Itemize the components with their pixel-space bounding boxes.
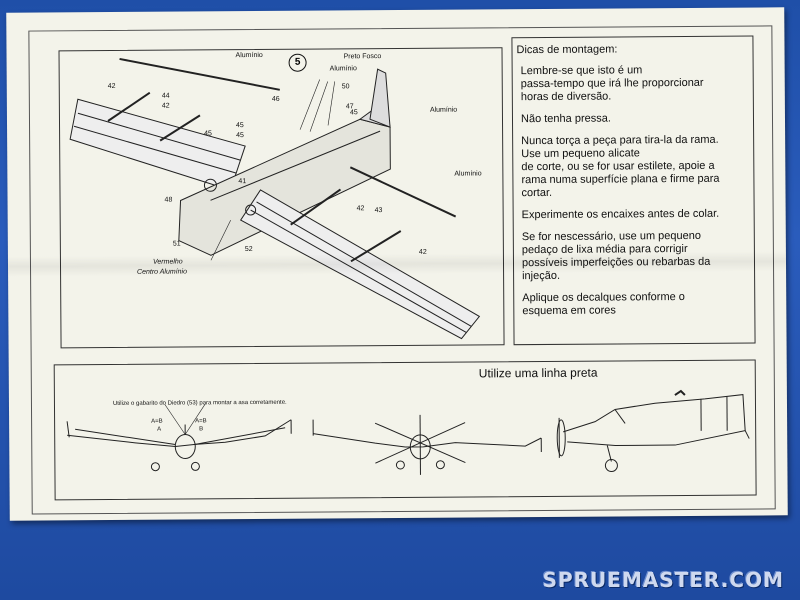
tip-paragraph: Aplique os decalques conforme o esquema … xyxy=(522,290,685,318)
tip-paragraph: Nunca torça a peça para tira-la da rama.… xyxy=(521,133,720,200)
part-number: 44 xyxy=(161,92,170,100)
dihedral-label: A=B xyxy=(195,418,207,425)
part-number: 50 xyxy=(341,83,350,91)
part-number: 48 xyxy=(164,196,173,204)
part-number: 45 xyxy=(236,132,244,140)
assembly-tips-panel: Dicas de montagem: Lembre-se que isto é … xyxy=(511,35,756,346)
dihedral-label: A xyxy=(157,426,162,433)
part-number: 42 xyxy=(418,248,427,256)
part-number: 41 xyxy=(238,178,247,186)
label-centro-aluminio: Centro Alumínio xyxy=(137,268,188,276)
part-number: 46 xyxy=(271,95,280,103)
label-aluminio: Alumínio xyxy=(329,65,357,73)
part-number: 52 xyxy=(244,246,253,254)
aircraft-views-drawing xyxy=(66,389,750,475)
tip-paragraph: Lembre-se que isto é um passa-tempo que … xyxy=(520,64,704,104)
part-number: 51 xyxy=(172,240,181,248)
tip-paragraph: Experimente os encaixes antes de colar. xyxy=(521,207,720,222)
dihedral-label: A=B xyxy=(151,418,163,425)
part-number: 42 xyxy=(356,205,365,213)
part-number: 42 xyxy=(161,102,170,110)
label-preto-fosco: Preto Fosco xyxy=(343,53,382,61)
aircraft-views-panel: Utilize uma linha preta Utilize o gabari… xyxy=(53,359,757,501)
tip-paragraph: Se for nescessário, use um pequeno pedaç… xyxy=(521,229,711,283)
tips-title: Dicas de montagem: xyxy=(516,43,618,57)
part-number: 47 xyxy=(345,103,354,111)
assembly-diagram-panel: 5 Alumínio Alumínio Alumínio Alumínio Pr… xyxy=(58,47,505,349)
label-aluminio: Alumínio xyxy=(429,106,458,114)
tips-body: Lembre-se que isto é um passa-tempo que … xyxy=(521,64,749,328)
label-aluminio: Alumínio xyxy=(454,170,482,178)
dihedral-label: B xyxy=(199,426,204,433)
part-number: 42 xyxy=(107,82,116,91)
watermark: SPRUEMASTER.COM xyxy=(542,568,784,592)
tip-paragraph: Não tenha pressa. xyxy=(520,112,611,126)
wing-assembly-drawing xyxy=(69,57,481,340)
instruction-sheet: 5 Alumínio Alumínio Alumínio Alumínio Pr… xyxy=(6,7,788,521)
step-number-badge: 5 xyxy=(288,53,307,72)
label-vermelho: Vermelho xyxy=(152,258,183,266)
part-number: 45 xyxy=(204,130,212,138)
part-number: 45 xyxy=(236,122,244,130)
part-number: 43 xyxy=(374,207,383,215)
label-aluminio: Alumínio xyxy=(235,51,263,60)
part-number: 45 xyxy=(349,109,358,117)
